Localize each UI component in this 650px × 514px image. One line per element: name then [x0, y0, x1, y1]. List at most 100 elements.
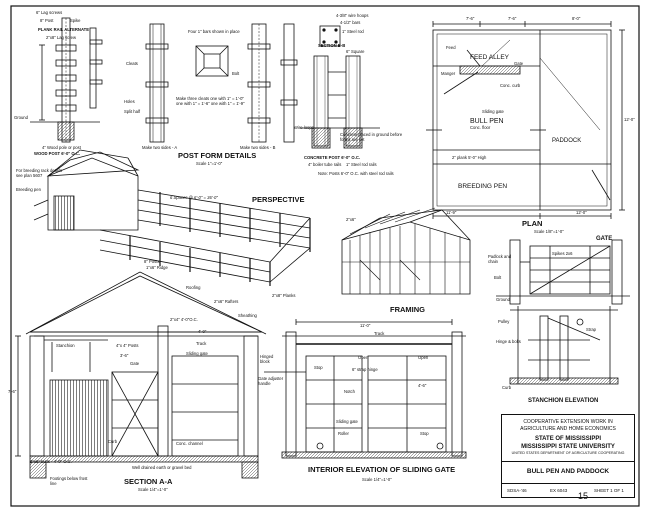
post-form-title: POST FORM DETAILS: [178, 151, 257, 160]
interior-scale: Scale 1/4"=1'-0": [362, 477, 392, 482]
concrete-post-bars: 4-1/2" bars: [340, 20, 361, 25]
concrete-post-title: CONCRETE POST 6'-0" O.C.: [304, 155, 361, 160]
section-dim-a: 7'-6": [8, 389, 17, 394]
interior-dim-b: 4'-6": [418, 383, 427, 388]
plank-rail-title: PLANK RAIL ALTERNATE: [38, 27, 90, 32]
plan-title: PLAN: [522, 219, 543, 228]
concrete-post-section: SECTION B-B: [318, 43, 346, 48]
interior-sliding-gate: Sliding gate: [336, 419, 358, 424]
interior-title: INTERIOR ELEVATION OF SLIDING GATE: [308, 465, 456, 474]
post-form-detail: [145, 23, 298, 143]
perspective-spaces: 6 Spaces @ 6'-0" = 36'-0": [170, 195, 218, 200]
concrete-post-wire-loops: Wire loops: [294, 125, 314, 130]
interior-stop2: Stop: [420, 431, 429, 436]
concrete-post-steel: 1" Steel rod rails: [346, 162, 377, 167]
plan-feed-alley: FEED ALLEY: [470, 54, 510, 61]
post-form-make-cleats: Make three cleats one with 1" = 1'-0" on…: [176, 96, 245, 107]
section-sheathing: Sheathing: [238, 313, 257, 318]
concrete-post-squares: 6" Square: [346, 49, 365, 54]
perspective-planks: 2"x8" Planks: [272, 293, 296, 298]
gate-spikes: Spikes 2x6: [552, 251, 573, 256]
plan-dim-top-c: 8'-0": [572, 16, 581, 21]
section-roofing: Roofing: [186, 285, 201, 290]
section-posts: 4"x 4" Posts: [116, 343, 139, 348]
stanchion-hinge: Hinge & bolts: [496, 339, 521, 344]
section-channel: Conc. channel: [176, 441, 203, 446]
perspective-title: PERSPECTIVE: [252, 195, 305, 204]
section-aa-title: SECTION A-A: [124, 477, 173, 486]
plank-ground-label: Ground: [14, 115, 28, 120]
title-block-state: STATE OF MISSISSIPPI: [534, 436, 602, 442]
section-ridge: 1"x6" Ridge: [146, 265, 168, 270]
gate-padlock: Padlock and chain: [488, 254, 512, 265]
plan-gate: Gate: [514, 61, 524, 66]
title-block-ex: EX 6043: [550, 488, 568, 493]
section-rafters: 2"x6" Rafters: [214, 299, 239, 304]
section-dim-b: 3'-6": [120, 353, 129, 358]
interior-stop: Stop: [314, 365, 323, 370]
section-gate: Gate: [130, 361, 140, 366]
framing-view: [341, 207, 471, 295]
sheet-number: 15: [578, 491, 589, 501]
section-plate: 2"x4" 4'-0"O.C.: [170, 317, 198, 322]
interior-hinged: Hinged block: [260, 354, 274, 365]
title-block-usda: UNITED STATES DEPARTMENT OF AGRICULTURE …: [511, 451, 625, 455]
section-stanchion: Stanchion: [56, 343, 75, 348]
concrete-post-top: 4-3/8" wire hoops: [336, 13, 369, 18]
wood-post-note: 4" Wood pole or post: [42, 145, 81, 150]
plan-scale: Scale 1/8"=1'-0": [534, 229, 564, 234]
gate-detail: [496, 239, 630, 305]
plank-screws-label: 6" Lag screws: [36, 10, 63, 15]
post-form-holes: Holes: [124, 99, 135, 104]
interior-strap-hinge: 6" strap hinge: [352, 367, 378, 372]
concrete-post-boiler: 4" boiler tube rails: [308, 162, 342, 167]
stanchion-curb: Curb: [502, 385, 512, 390]
post-form-cleats: Cleats: [126, 61, 138, 66]
perspective-breeding-pen: Breeding pen: [16, 187, 41, 192]
plan-view: [426, 21, 625, 219]
title-block-line1: COOPERATIVE EXTENSION WORK IN: [523, 419, 613, 425]
interior-open: Open: [358, 355, 369, 360]
section-track: Track: [196, 341, 207, 346]
section-sliding-gate: Sliding gate: [186, 351, 208, 356]
plan-feed: Feed: [446, 45, 456, 50]
post-form-split: Split half: [124, 109, 141, 114]
interior-open2: Open: [418, 355, 429, 360]
title-block-line2: AGRICULTURE AND HOME ECONOMICS: [520, 426, 616, 432]
plan-plank: 2" plank 5'-0" High: [452, 155, 487, 160]
plan-dim-bottom-b: 12'-0": [576, 210, 587, 215]
section-aa: [15, 271, 267, 479]
gate-bolt: Bolt: [494, 275, 502, 280]
interior-dim: 11'-0": [360, 323, 371, 328]
plan-dim-top-a: 7'-6": [466, 16, 475, 21]
post-form-make-a: Make two sides - A: [142, 145, 178, 150]
interior-roller: Roller: [338, 431, 349, 436]
stanchion-elevation: [509, 306, 619, 385]
title-block-code: SDSA-'46: [507, 488, 527, 493]
plan-bull-pen: BULL PEN: [470, 118, 504, 125]
wood-post-title: WOOD POST 6'-0" O.C.: [34, 151, 81, 156]
plan-paddock: PADDOCK: [552, 138, 582, 144]
section-butts: 2"x6" butts - 4'-0" O.C.: [30, 459, 72, 464]
wood-post-detail: [30, 17, 103, 143]
plan-dim-bottom: 11'-9": [446, 210, 457, 215]
stanchion-pulley: Pulley: [498, 319, 510, 324]
post-form-scale: Scale 1"=1'-0": [196, 161, 223, 166]
plan-conc-curb: Conc. curb: [500, 83, 521, 88]
stanchion-title: STANCHION ELEVATION: [528, 398, 599, 404]
concrete-post-note: Note: Posts 6'-0" O.C. with steel rod ra…: [318, 171, 394, 176]
perspective-view: [33, 149, 311, 286]
plan-conc-floor: Conc. floor: [470, 125, 491, 130]
title-block-sheet: SHEET 1 OF 1: [594, 488, 624, 493]
section-footings: Footings below frost line: [50, 476, 88, 487]
post-form-cleats-note: Four 1" bars shown in place: [188, 29, 240, 34]
plan-dim-side: 12'-0": [624, 117, 635, 122]
title-block-university: MISSISSIPPI STATE UNIVERSITY: [521, 444, 615, 450]
plan-breeding-pen: BREEDING PEN: [458, 183, 508, 190]
concrete-post-steel-rod: 1" Steel rod: [342, 29, 364, 34]
perspective-posts: 8" Posts: [144, 259, 160, 264]
concrete-post-note-placed: Concrete placed in ground before forms a…: [340, 132, 403, 143]
plan-sliding-gate: Sliding gate: [482, 109, 504, 114]
gate-ground: Ground: [496, 297, 510, 302]
